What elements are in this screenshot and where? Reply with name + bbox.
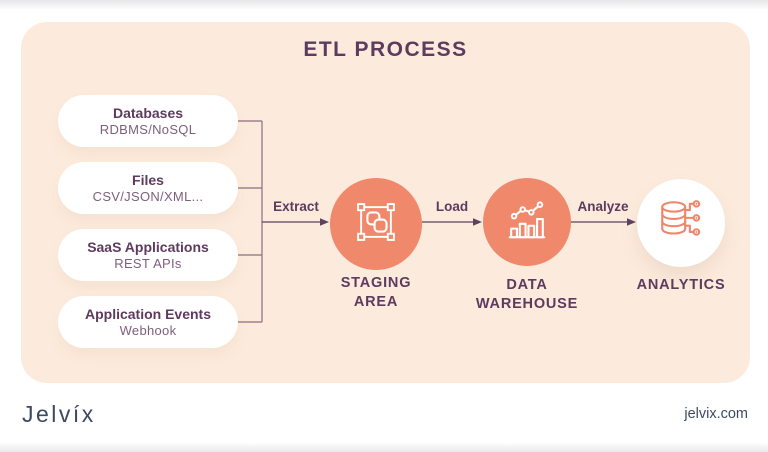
source-subtitle: Webhook bbox=[119, 323, 177, 338]
source-box-saas-applications: SaaS Applications REST APIs bbox=[58, 229, 238, 281]
extract-label: Extract bbox=[273, 199, 319, 214]
source-subtitle: CSV/JSON/XML... bbox=[92, 189, 204, 204]
database-nodes-icon bbox=[656, 196, 706, 251]
source-title: Databases bbox=[112, 105, 184, 121]
analytics-label: ANALYTICS bbox=[636, 277, 726, 293]
load-label: Load bbox=[435, 199, 469, 214]
source-title: SaaS Applications bbox=[87, 239, 209, 255]
jelvix-site-url: jelvix.com bbox=[684, 406, 748, 422]
source-title: Files bbox=[132, 172, 164, 188]
source-title: Application Events bbox=[84, 306, 212, 322]
staging-area-node bbox=[330, 178, 422, 270]
page-top-fade bbox=[0, 0, 768, 10]
source-box-application-events: Application Events Webhook bbox=[58, 296, 238, 348]
source-subtitle: RDBMS/NoSQL bbox=[99, 122, 197, 137]
analytics-node bbox=[637, 179, 725, 267]
data-warehouse-node bbox=[483, 178, 571, 266]
data-warehouse-label: DATA WAREHOUSE bbox=[475, 277, 579, 313]
staging-area-label: STAGING AREA bbox=[340, 275, 412, 311]
page-bottom-fade bbox=[0, 442, 768, 452]
selection-frame-icon bbox=[353, 199, 399, 250]
source-box-files: Files CSV/JSON/XML... bbox=[58, 162, 238, 214]
bar-chart-icon bbox=[504, 197, 550, 248]
source-subtitle: REST APIs bbox=[114, 256, 182, 271]
analyze-label: Analyze bbox=[577, 199, 629, 214]
diagram-title: ETL PROCESS bbox=[303, 38, 468, 61]
source-box-databases: Databases RDBMS/NoSQL bbox=[58, 95, 238, 147]
jelvix-logo: Jelvíx bbox=[22, 401, 96, 427]
